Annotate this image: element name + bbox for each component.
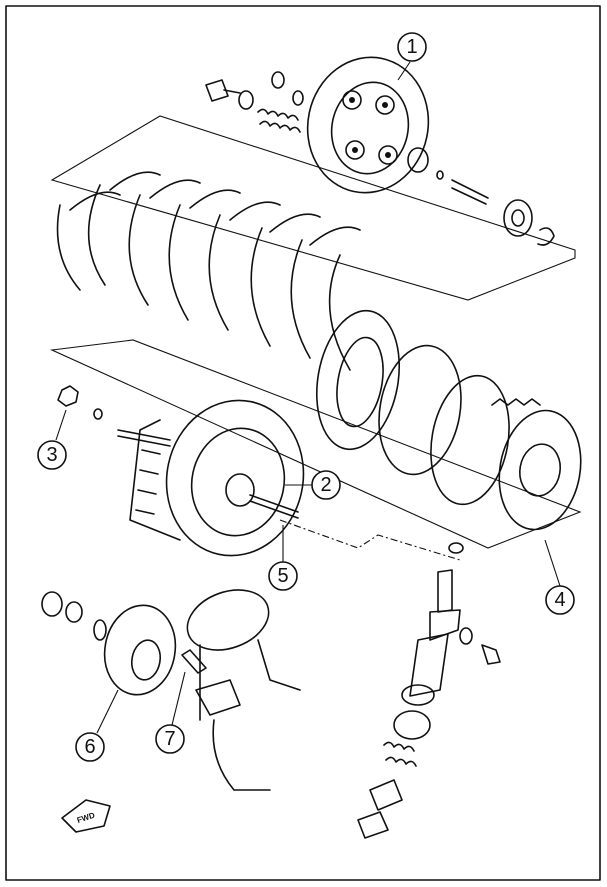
callout-5-label: 5 — [277, 565, 288, 587]
callout-2: 2 — [285, 470, 341, 500]
diagram-border — [5, 5, 601, 881]
forward-arrow-icon: FWD — [61, 799, 111, 833]
callout-3: 3 — [37, 409, 67, 470]
clutch-basket-group — [57, 385, 305, 557]
callout-3-label: 3 — [46, 444, 57, 466]
callout-1-label: 1 — [406, 36, 417, 58]
callout-6-label: 6 — [84, 736, 95, 758]
callout-2-label: 2 — [320, 474, 331, 496]
primary-gear-group — [41, 589, 301, 791]
callout-1: 1 — [397, 32, 427, 81]
callout-5: 5 — [268, 525, 298, 591]
callout-4-label: 4 — [554, 589, 565, 611]
callout-6: 6 — [75, 689, 119, 762]
forward-label: FWD — [76, 811, 96, 825]
callout-4: 4 — [544, 539, 575, 615]
clutch-plates-stack — [56, 171, 582, 531]
pressure-plate-group — [205, 56, 555, 246]
shaft-assembly — [357, 542, 501, 839]
callout-7-label: 7 — [164, 728, 175, 750]
callout-7: 7 — [155, 671, 186, 754]
